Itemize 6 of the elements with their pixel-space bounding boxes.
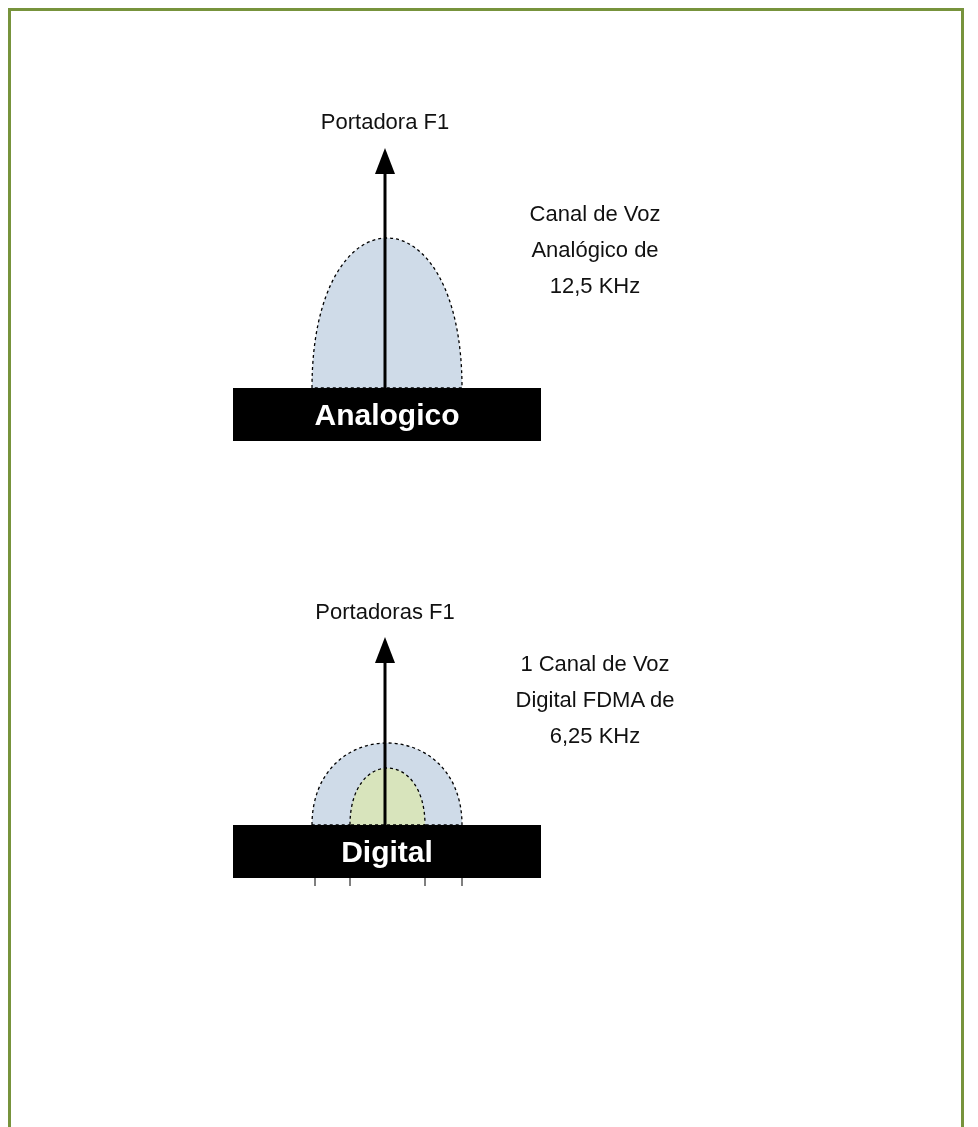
band-bar: Digital (233, 825, 541, 878)
channel-label: 1 Canal de Voz Digital FDMA de 6,25 KHz (514, 650, 676, 750)
carrier-label: Portadoras F1 (314, 598, 456, 626)
channel-label: Canal de Voz Analógico de 12,5 KHz (528, 200, 662, 300)
carrier-label: Portadora F1 (319, 108, 451, 136)
band-bar: Analogico (233, 388, 541, 441)
